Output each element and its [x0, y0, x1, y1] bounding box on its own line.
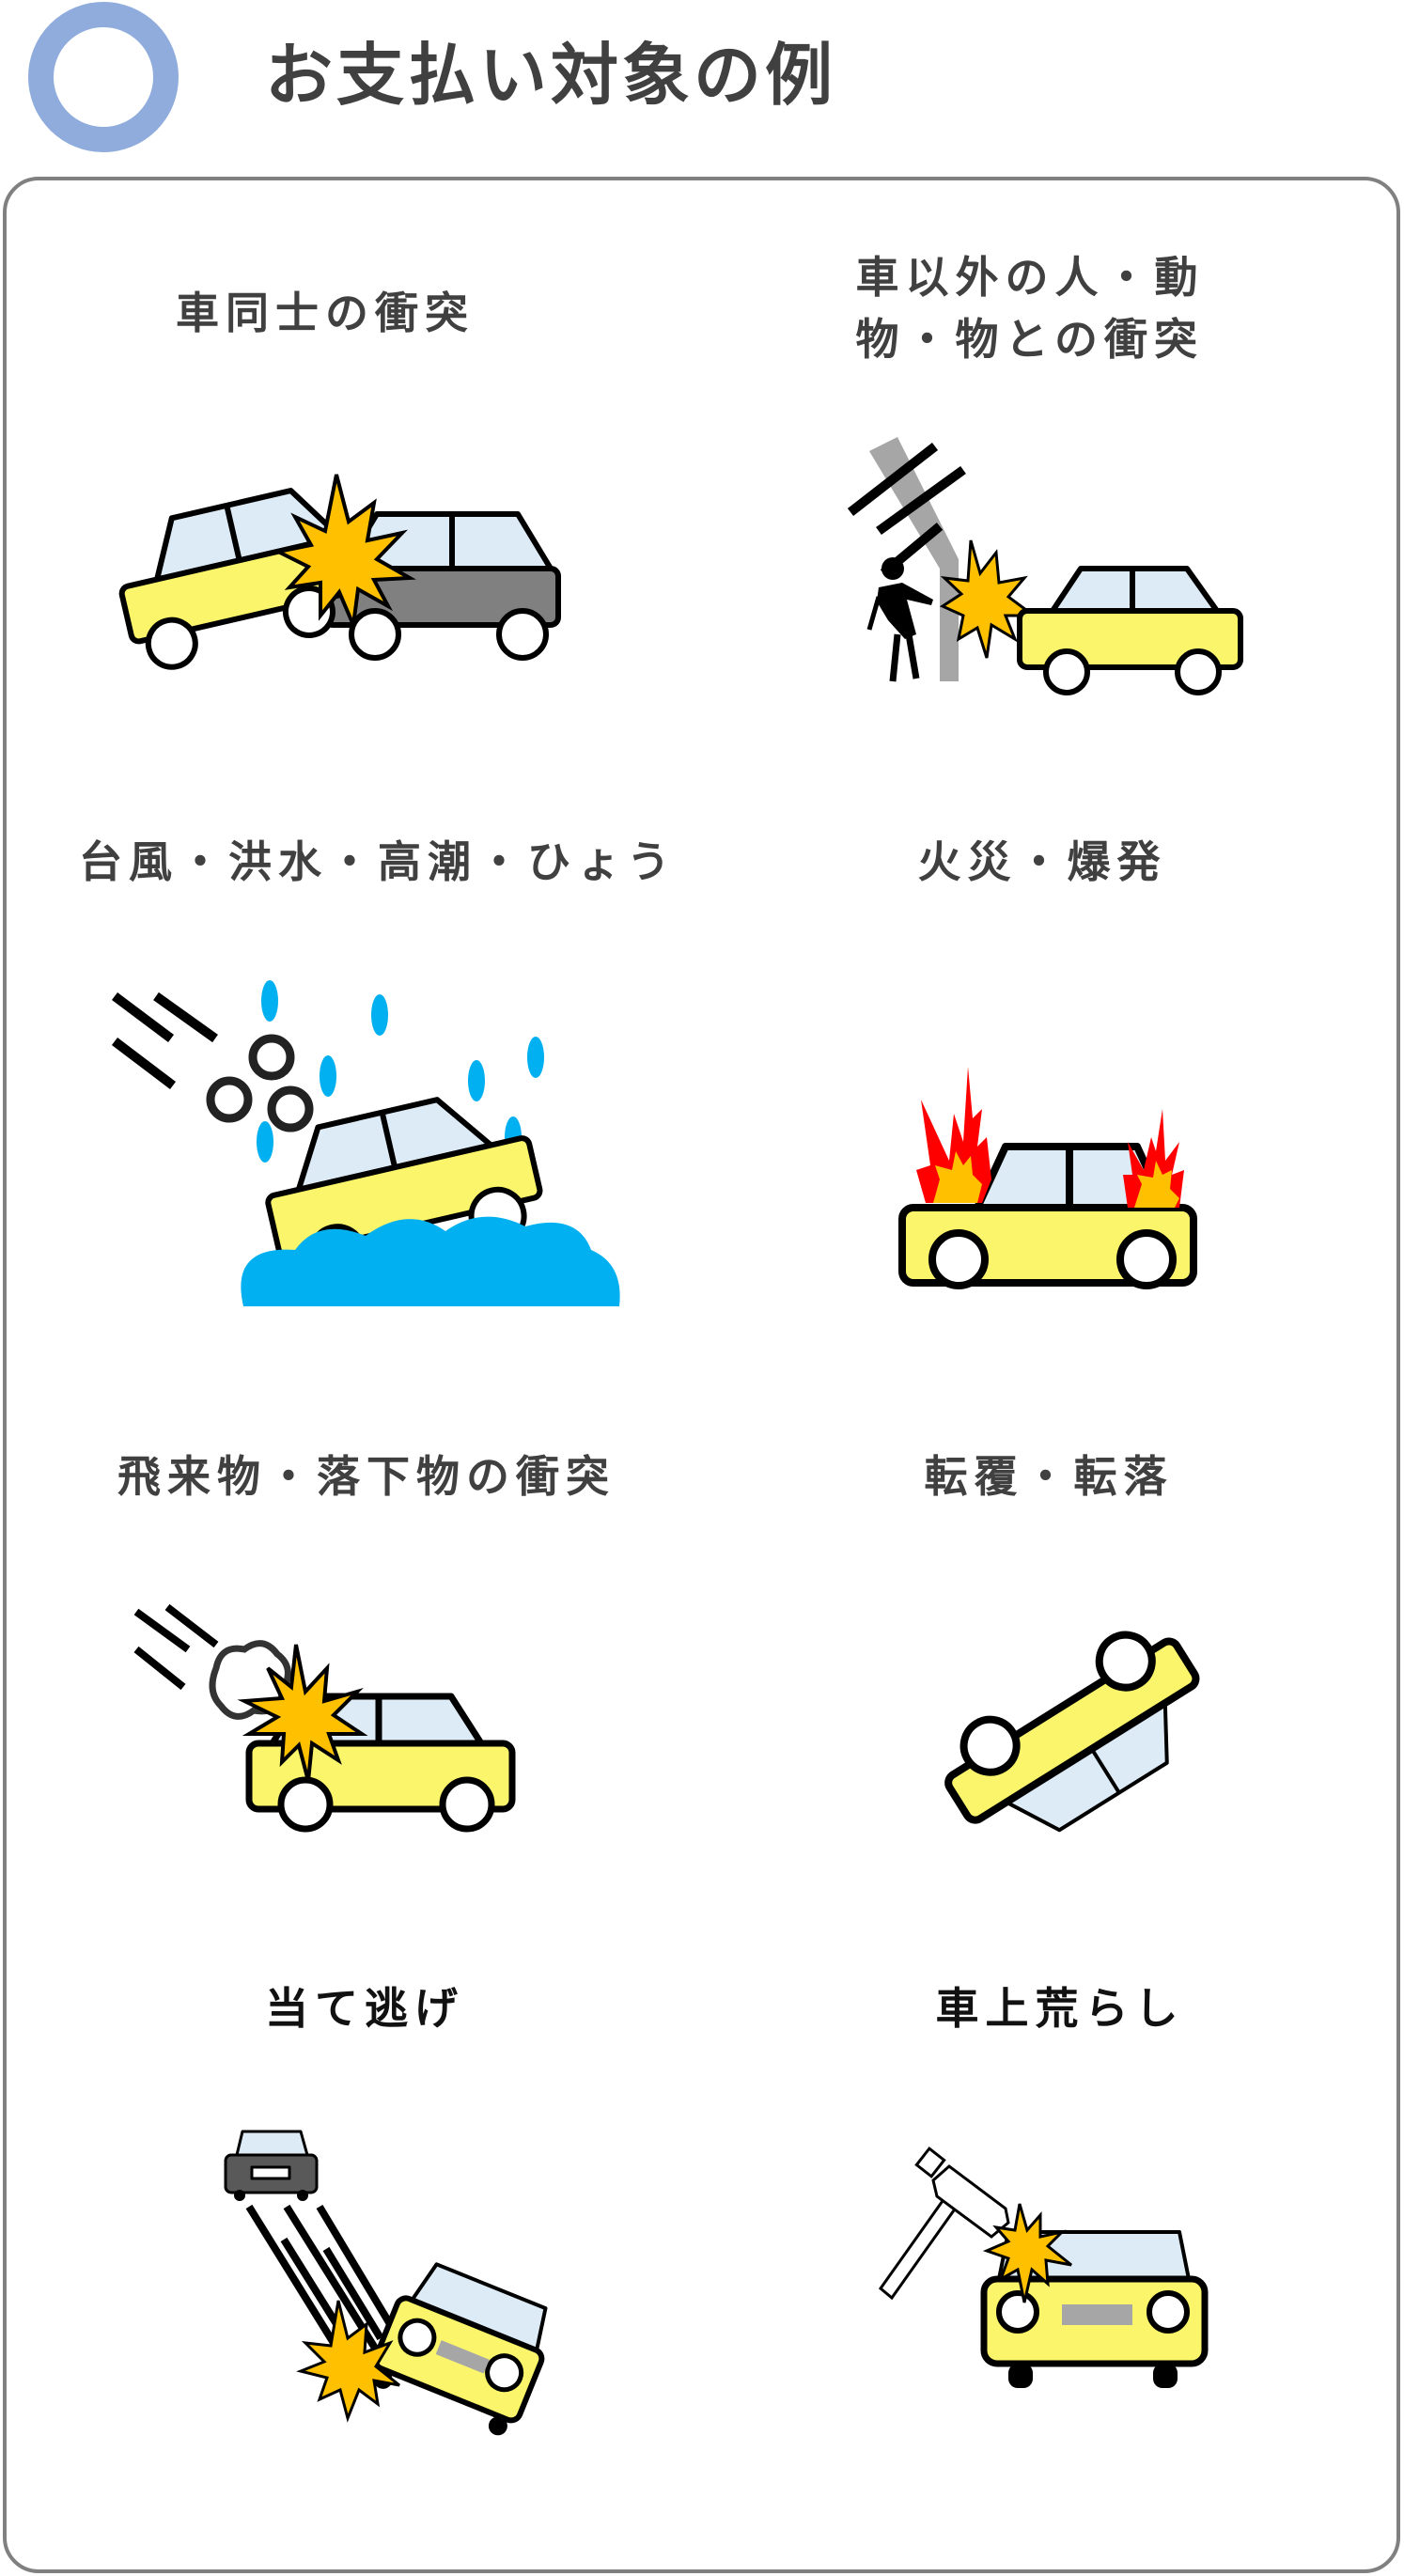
- overturned-car-icon: [940, 1631, 1208, 1833]
- car-hits-pole-and-person-icon: [847, 432, 1255, 695]
- car-collision-icon: [118, 474, 565, 672]
- falling-object-car-icon: [132, 1602, 522, 1833]
- example-label-overturn: 転覆・転落: [924, 1451, 1174, 1502]
- storm-flood-hail-car-icon: [107, 959, 620, 1306]
- page-title: お支払い対象の例: [265, 36, 837, 115]
- hit-and-run-icon: [224, 2130, 548, 2436]
- car-break-in-hammer-icon: [878, 2147, 1209, 2388]
- example-label-falling-object: 飛来物・落下物の衝突: [117, 1451, 616, 1502]
- example-label-fire-explosion: 火災・爆発: [917, 836, 1167, 887]
- example-label-non-car-collision: 車以外の人・動 物・物との衝突: [855, 252, 1205, 365]
- example-label-hit-and-run: 当て逃げ: [265, 1983, 464, 2034]
- ring-circle-icon: [28, 2, 179, 152]
- example-label-car-collision: 車同士の衝突: [176, 288, 475, 338]
- example-label-storm-flood: 台風・洪水・高潮・ひょう: [79, 836, 677, 887]
- car-fire-icon: [897, 1067, 1203, 1289]
- example-label-vandalism: 車上荒らし: [935, 1983, 1185, 2034]
